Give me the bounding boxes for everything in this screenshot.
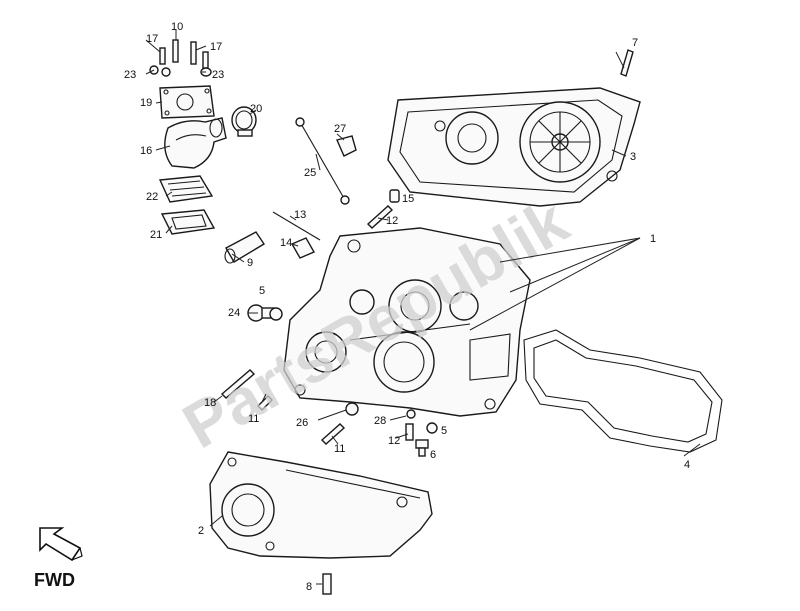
reed-valve-22 bbox=[158, 175, 214, 203]
callout-7: 7 bbox=[632, 37, 638, 49]
callout-17-right: 17 bbox=[210, 41, 222, 53]
bolt-5-upper bbox=[269, 307, 283, 321]
callout-5-upper: 5 bbox=[259, 285, 265, 297]
callout-16: 16 bbox=[140, 145, 152, 157]
bolt-12 bbox=[366, 205, 394, 229]
bolt-11-lower bbox=[320, 423, 346, 445]
callout-17-left: 17 bbox=[146, 33, 158, 45]
fwd-arrow-icon bbox=[39, 527, 83, 562]
callout-labels: 1 2 3 4 5 5 6 7 8 9 10 11 11 12 12 13 14… bbox=[124, 21, 690, 593]
plug-5-lower bbox=[426, 422, 438, 434]
callout-9: 9 bbox=[247, 257, 253, 269]
callout-20: 20 bbox=[250, 103, 262, 115]
crankcase-1 bbox=[283, 227, 531, 417]
nut-26 bbox=[345, 402, 359, 416]
bolt-11-upper bbox=[257, 395, 273, 411]
sleeve-9 bbox=[224, 231, 265, 264]
bolt-18 bbox=[220, 369, 256, 399]
fitting-27 bbox=[336, 135, 357, 157]
cover-2 bbox=[209, 451, 433, 559]
callout-12-upper: 12 bbox=[386, 215, 398, 227]
leader-lines bbox=[145, 30, 701, 585]
gasket-4 bbox=[523, 329, 723, 453]
callout-5-lower: 5 bbox=[441, 425, 447, 437]
bolt-15 bbox=[389, 189, 400, 203]
callout-19: 19 bbox=[140, 97, 152, 109]
crankcase-half-3 bbox=[387, 87, 641, 207]
callout-12-lower: 12 bbox=[388, 435, 400, 447]
callout-22: 22 bbox=[146, 191, 158, 203]
callout-27: 27 bbox=[334, 123, 346, 135]
callout-11-lower: 11 bbox=[334, 443, 345, 455]
drain-plug-6 bbox=[415, 439, 429, 457]
callout-1: 1 bbox=[650, 233, 656, 245]
callout-18: 18 bbox=[204, 397, 216, 409]
intake-manifold-16 bbox=[164, 117, 227, 169]
callout-6: 6 bbox=[430, 449, 436, 461]
callout-24: 24 bbox=[228, 307, 240, 319]
callout-8: 8 bbox=[306, 581, 312, 593]
stud-25 bbox=[295, 117, 350, 205]
intake-gasket-19 bbox=[159, 85, 215, 119]
fwd-label: FWD bbox=[34, 570, 75, 590]
callout-4: 4 bbox=[684, 459, 690, 471]
callout-11-upper: 11 bbox=[248, 413, 259, 425]
callout-28: 28 bbox=[374, 415, 386, 427]
callout-13: 13 bbox=[294, 209, 306, 221]
callout-15: 15 bbox=[402, 193, 414, 205]
callout-21: 21 bbox=[150, 229, 162, 241]
callout-2: 2 bbox=[198, 525, 204, 537]
bushing-14 bbox=[291, 237, 315, 259]
bolt-8 bbox=[322, 573, 332, 595]
bolt-12-lower bbox=[405, 423, 414, 441]
callout-10: 10 bbox=[171, 21, 183, 33]
callout-23-left: 23 bbox=[124, 69, 136, 81]
callout-23-right: 23 bbox=[212, 69, 224, 81]
callout-25: 25 bbox=[304, 167, 316, 179]
stud-13 bbox=[272, 211, 321, 241]
reed-gasket-21 bbox=[160, 209, 216, 235]
bolt-7 bbox=[620, 49, 634, 77]
callout-3: 3 bbox=[630, 151, 636, 163]
bolt-28 bbox=[406, 409, 416, 419]
callout-26: 26 bbox=[296, 417, 308, 429]
callout-14: 14 bbox=[280, 237, 292, 249]
intake-bolts bbox=[149, 39, 212, 77]
